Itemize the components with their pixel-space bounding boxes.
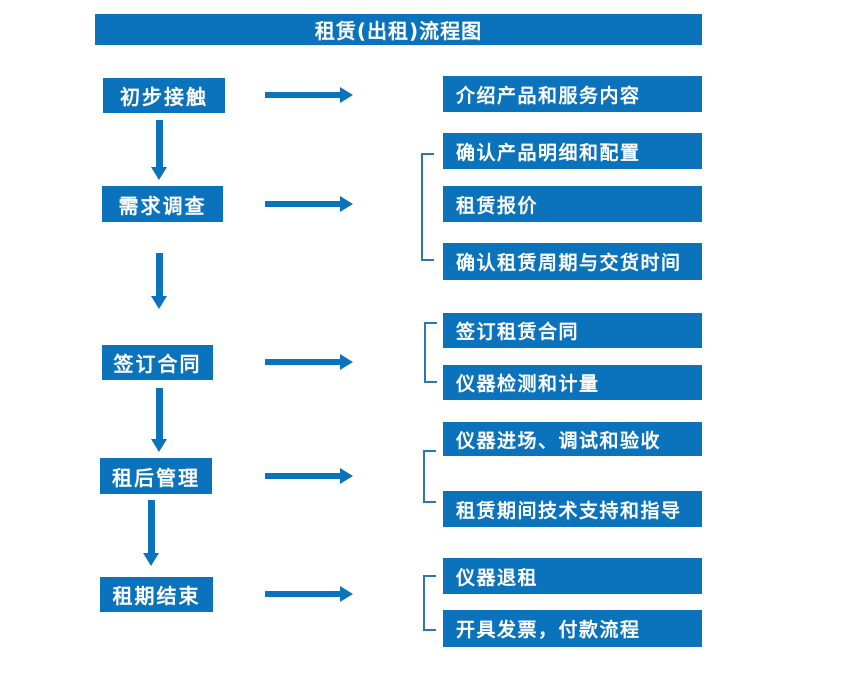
detail-box: 介绍产品和服务内容 xyxy=(443,76,702,112)
detail-box: 租赁报价 xyxy=(443,186,702,222)
arrow-head xyxy=(151,167,167,180)
arrow-shaft xyxy=(265,201,340,207)
arrow-down-icon xyxy=(143,500,159,566)
bracket-icon xyxy=(424,322,437,383)
arrow-head xyxy=(340,196,353,212)
arrow-head xyxy=(340,468,353,484)
arrow-right-icon xyxy=(265,586,353,602)
step-box-sign-contract: 签订合同 xyxy=(102,345,213,380)
arrow-head xyxy=(151,296,167,309)
bracket-icon xyxy=(423,450,436,503)
detail-box: 租赁期间技术支持和指导 xyxy=(443,491,702,527)
step-box-demand-survey: 需求调查 xyxy=(102,186,223,222)
arrow-shaft xyxy=(265,591,340,597)
arrow-head xyxy=(151,439,167,452)
detail-box: 确认产品明细和配置 xyxy=(443,133,702,169)
detail-box: 仪器退租 xyxy=(443,558,702,594)
arrow-down-icon xyxy=(151,388,167,452)
arrow-right-icon xyxy=(265,87,353,103)
flowchart-title-bar: 租赁(出租)流程图 xyxy=(95,14,702,45)
arrow-shaft xyxy=(265,359,340,365)
detail-box: 仪器进场、调试和验收 xyxy=(443,422,702,456)
arrow-down-icon xyxy=(151,253,167,309)
step-box-post-rental-management: 租后管理 xyxy=(100,458,212,494)
detail-box: 开具发票，付款流程 xyxy=(443,610,702,647)
page-title: 租赁(出租)流程图 xyxy=(314,19,483,43)
detail-box: 仪器检测和计量 xyxy=(443,365,702,400)
arrow-head xyxy=(340,87,353,103)
bracket-icon xyxy=(421,153,434,261)
detail-box: 确认租赁周期与交货时间 xyxy=(443,243,702,280)
arrow-down-icon xyxy=(151,120,167,180)
arrow-right-icon xyxy=(265,468,353,484)
arrow-right-icon xyxy=(265,196,353,212)
arrow-head xyxy=(340,586,353,602)
bracket-icon xyxy=(423,575,436,631)
detail-box: 签订租赁合同 xyxy=(443,313,702,348)
arrow-shaft xyxy=(265,92,340,98)
arrow-head xyxy=(143,553,159,566)
arrow-shaft xyxy=(147,500,155,553)
step-box-initial-contact: 初步接触 xyxy=(103,78,225,113)
arrow-shaft xyxy=(155,388,163,439)
arrow-right-icon xyxy=(265,354,353,370)
step-box-rental-end: 租期结束 xyxy=(100,577,213,612)
arrow-shaft xyxy=(155,253,163,296)
arrow-shaft xyxy=(265,473,340,479)
arrow-head xyxy=(340,354,353,370)
arrow-shaft xyxy=(155,120,163,167)
